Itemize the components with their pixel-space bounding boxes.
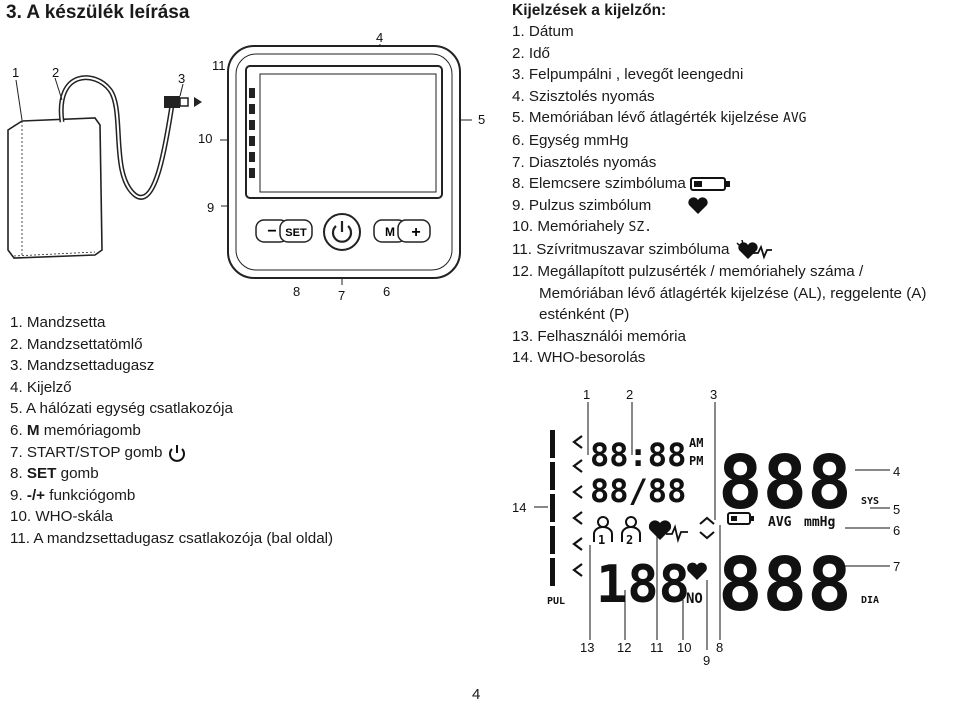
legend-item: 10. Memóriahely SZ. <box>512 218 652 236</box>
power-icon <box>168 444 185 462</box>
set-button[interactable] <box>279 219 313 243</box>
lcd-callout-4: 4 <box>893 464 900 479</box>
component-item: 7. START/STOP gomb <box>10 442 333 464</box>
user-2-icon <box>621 516 641 542</box>
callout-1: 1 <box>12 65 19 80</box>
section-title: 3. A készülék leírása <box>6 2 190 23</box>
callout-10: 10 <box>198 131 212 146</box>
legend-item: 4. Szisztolés nyomás <box>512 87 655 105</box>
lcd-callout-13: 13 <box>580 640 594 655</box>
callout-2: 2 <box>52 65 59 80</box>
callout-4: 4 <box>376 30 383 45</box>
user-1-label: 1 <box>598 533 605 547</box>
page-number: 4 <box>472 686 481 703</box>
legend-item: 12. Megállapított pulzusérték / memóriah… <box>512 262 927 324</box>
component-item: 1. Mandzsetta <box>10 314 106 331</box>
legend-item: 6. Egység mmHg <box>512 131 629 149</box>
display-legend-list: 1. Dátum 2. Idő 3. Felpumpálni , levegőt… <box>512 21 926 369</box>
lcd-mmhg: mmHg <box>804 515 835 530</box>
lcd-callout-14: 14 <box>512 500 526 515</box>
lcd-callout-11: 11 <box>650 640 664 655</box>
lcd-who-bars <box>550 430 555 586</box>
component-item: 2. Mandzsettatömlő <box>10 335 143 353</box>
lcd-arrhythmia-icon <box>648 520 688 544</box>
arrhythmia-icon <box>736 239 772 260</box>
callout-5: 5 <box>478 112 485 127</box>
legend-item: 2. Idő <box>512 44 550 62</box>
lcd-callout-7: 7 <box>893 559 900 574</box>
legend-item: 1. Dátum <box>512 23 574 40</box>
lcd-callout-2: 2 <box>626 387 633 402</box>
callout-3: 3 <box>178 71 185 86</box>
display-legend-heading: Kijelzések a kijelzőn: <box>512 2 667 19</box>
lcd-time: 88:88 <box>590 436 686 474</box>
legend-item: 9. Pulzus szimbólum <box>512 195 926 217</box>
lcd-callout-8: 8 <box>716 640 723 655</box>
component-item: 3. Mandzsettadugasz <box>10 357 155 375</box>
who-scale <box>249 88 255 178</box>
cuff <box>7 117 103 259</box>
callout-8: 8 <box>293 284 300 299</box>
lcd-who-chevrons <box>572 435 583 577</box>
component-item: 10. WHO-skála <box>10 508 113 526</box>
component-item: 4. Kijelző <box>10 378 72 396</box>
component-item: 6. M memóriagomb <box>10 421 141 439</box>
lcd-callout-10: 10 <box>677 640 691 655</box>
plus-button-label: + <box>411 224 420 241</box>
cuff-plug <box>164 96 180 108</box>
power-icon <box>331 221 353 243</box>
lcd-avg: AVG <box>768 515 792 530</box>
callout-7: 7 <box>338 288 345 303</box>
lcd-callout-1: 1 <box>583 387 590 402</box>
lcd-am: AM <box>689 436 703 450</box>
lcd-no: NO <box>686 591 703 607</box>
legend-item: 11. Szívritmuszavar szimbóluma <box>512 239 926 261</box>
heart-icon <box>687 197 708 214</box>
lcd-diagram: 1 2 3 4 5 6 7 8 9 10 11 12 13 14 <box>512 387 900 668</box>
lcd-callout-3: 3 <box>710 387 717 402</box>
user-2-label: 2 <box>626 533 633 547</box>
lcd-sys-digits: 888 <box>718 440 852 526</box>
component-item: 8. SET gomb <box>10 465 99 483</box>
legend-item: 3. Felpumpálni , levegőt leengedni <box>512 66 744 84</box>
lcd-battery-icon <box>727 512 754 525</box>
legend-item: 7. Diasztolés nyomás <box>512 153 657 171</box>
lcd-pulse-digits: 188 <box>596 555 690 615</box>
callout-11: 11 <box>212 58 226 73</box>
lcd-pul-label: PUL <box>547 596 565 607</box>
lcd-sys-label: SYS <box>861 496 879 507</box>
component-item: 9. -/+ funkciógomb <box>10 486 136 504</box>
legend-item: 14. WHO-besorolás <box>512 349 646 367</box>
legend-item: 5. Memóriában lévő átlagérték kijelzése … <box>512 109 807 127</box>
set-button-label: SET <box>285 227 307 239</box>
component-item: 11. A mandzsettadugasz csatlakozója (bal… <box>10 529 334 547</box>
lcd-callout-5: 5 <box>893 502 900 517</box>
lcd-dia-label: DIA <box>861 595 879 606</box>
callout-9: 9 <box>207 200 214 215</box>
lcd-callout-12: 12 <box>617 640 631 655</box>
component-item: 5. A hálózati egység csatlakozója <box>10 400 233 418</box>
lcd-pulse-heart-icon <box>687 562 707 580</box>
legend-item: 8. Elemcsere szimbóluma <box>512 173 926 195</box>
lcd-date: 88/88 <box>590 472 686 510</box>
lcd-pm: PM <box>689 454 703 468</box>
callout-6: 6 <box>383 284 390 299</box>
battery-icon <box>690 177 731 192</box>
lcd-callout-6: 6 <box>893 523 900 538</box>
avg-symbol: AVG <box>783 111 807 127</box>
device-illustration: − SET M + 1 2 3 4 5 6 7 8 9 10 11 <box>7 30 485 303</box>
lcd-callout-9: 9 <box>703 653 710 668</box>
legend-item: 13. Felhasználói memória <box>512 327 686 345</box>
m-button-label: M <box>385 225 395 239</box>
user-1-icon <box>593 516 613 542</box>
lcd-dia-digits: 888 <box>718 542 852 628</box>
component-list: 1. Mandzsetta 2. Mandzsettatömlő 3. Mand… <box>10 312 333 550</box>
plus-button[interactable] <box>397 219 431 243</box>
lcd-pump-arrows-icon <box>699 516 715 540</box>
memory-symbol: SZ. <box>628 220 652 236</box>
minus-button-label: − <box>267 223 276 240</box>
display-screen <box>245 65 443 199</box>
